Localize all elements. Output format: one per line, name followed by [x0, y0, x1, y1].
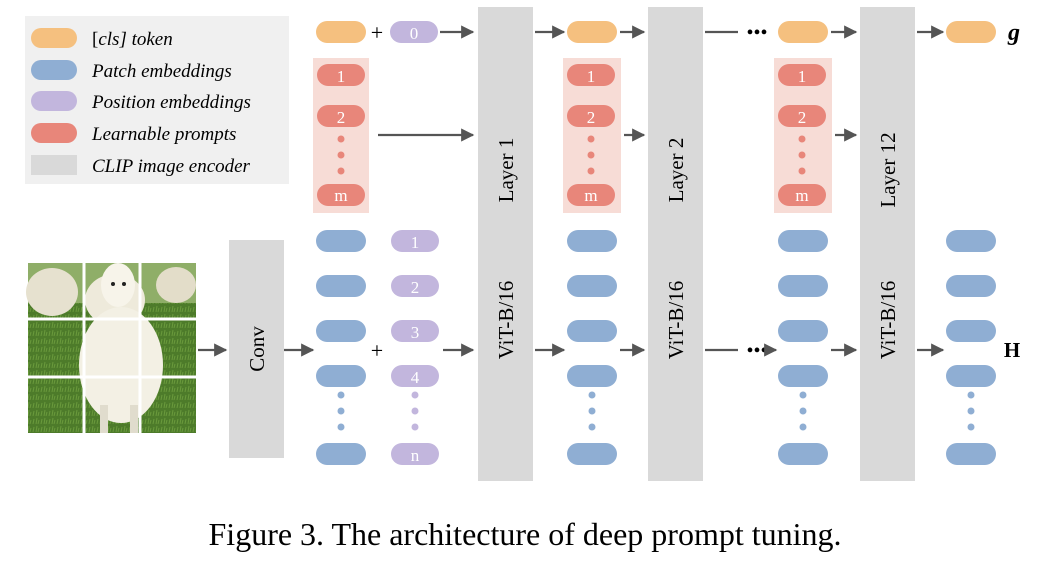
prompt-token-1 — [317, 64, 365, 86]
prompt-layer2-label-m: m — [584, 186, 597, 205]
position-label-3: 3 — [411, 323, 420, 342]
conv-block: Conv — [229, 240, 284, 458]
plus-sign-patches: + — [371, 338, 383, 363]
prompt-label-1: 1 — [337, 67, 346, 86]
legend-swatch-position — [31, 91, 77, 111]
prompt-layer12-label-m: m — [795, 186, 808, 205]
layer-1-label: Layer 1 — [494, 138, 518, 203]
layer-12-model-label: ViT-B/16 — [876, 281, 900, 359]
legend-swatch-patch — [31, 60, 77, 80]
encoder-layer-1: Layer 1 ViT-B/16 — [478, 7, 533, 481]
cls-position-embedding — [390, 21, 438, 43]
legend-label-patch: Patch embeddings — [91, 61, 232, 82]
prompt-layer12-label-1: 1 — [798, 67, 807, 86]
position-label-2: 2 — [411, 278, 420, 297]
conv-label: Conv — [245, 326, 269, 372]
legend-swatch-cls — [31, 28, 77, 48]
prompt-token-2 — [317, 105, 365, 127]
legend: [cls] token Patch embeddings Position em… — [25, 16, 289, 184]
figure-caption: Figure 3. The architecture of deep promp… — [209, 516, 842, 552]
prompt-group-input: 1 2 m — [313, 58, 369, 213]
encoder-layer-12: Layer 12 ViT-B/16 — [860, 7, 915, 481]
layer-2-model-label: ViT-B/16 — [664, 281, 688, 359]
output-global-label: g — [1007, 20, 1020, 46]
layer-2-box — [648, 7, 703, 481]
layer-1-model-label: ViT-B/16 — [494, 281, 518, 359]
layer-12-label: Layer 12 — [876, 132, 900, 207]
layer-12-box — [860, 7, 915, 481]
legend-label-position: Position embeddings — [91, 92, 251, 113]
legend-swatch-prompt — [31, 123, 77, 143]
output-cls-token — [946, 21, 996, 43]
position-label-1: 1 — [411, 233, 420, 252]
ellipsis-patches: ••• — [746, 340, 767, 362]
prompt-token-m — [317, 184, 365, 206]
prompt-layer2-label-2: 2 — [587, 108, 596, 127]
prompt-layer2-label-1: 1 — [587, 67, 596, 86]
position-embeddings: 1 2 3 4 n — [391, 230, 439, 465]
output-hidden-label: H — [1004, 338, 1020, 362]
cls-input-row: + 0 — [316, 20, 475, 45]
output-tokens: g H — [946, 20, 1020, 465]
cls-position-label: 0 — [410, 24, 419, 43]
tokens-after-layer-1: 1 2 m — [563, 21, 621, 465]
prompt-label-m: m — [334, 186, 347, 205]
tokens-before-layer-12: 1 2 m — [774, 21, 832, 465]
legend-label-encoder: CLIP image encoder — [92, 156, 251, 177]
cls-token-input — [316, 21, 366, 43]
layer-2-label: Layer 2 — [664, 138, 688, 203]
legend-label-prompt: Learnable prompts — [91, 124, 236, 145]
legend-label-cls: [cls] token — [92, 29, 173, 50]
prompt-label-2: 2 — [337, 108, 346, 127]
patch-embeddings-input — [316, 230, 366, 465]
encoder-layer-2: Layer 2 ViT-B/16 — [648, 7, 703, 481]
legend-swatch-encoder — [31, 155, 77, 175]
conv-box — [229, 240, 284, 458]
position-label-n: n — [411, 446, 420, 465]
input-image — [26, 263, 196, 433]
ellipsis-cls: ••• — [746, 22, 767, 44]
prompt-layer12-label-2: 2 — [798, 108, 807, 127]
position-label-4: 4 — [411, 368, 420, 387]
layer-1-box — [478, 7, 533, 481]
plus-sign-cls: + — [371, 20, 383, 45]
